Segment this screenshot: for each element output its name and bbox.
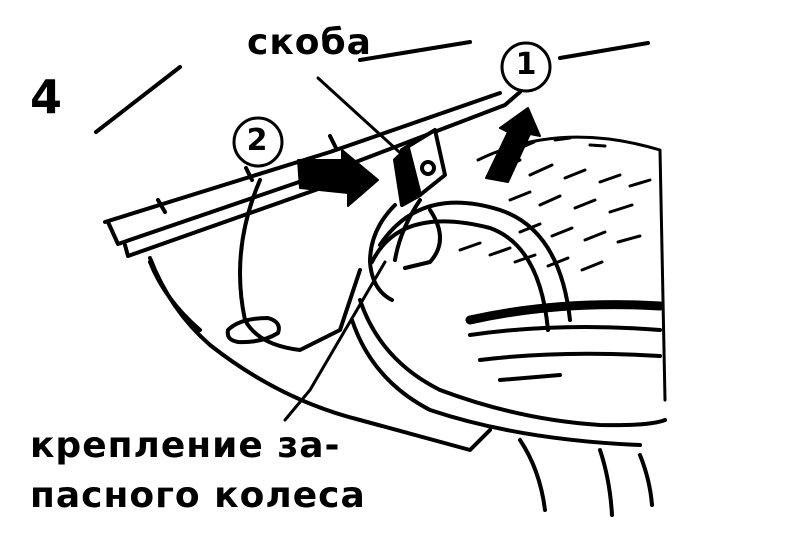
clip-label: скоба	[247, 22, 372, 63]
step-2-label: 2	[246, 123, 268, 158]
arrow-left-icon	[297, 149, 379, 207]
mount-leader-line	[283, 260, 387, 422]
arrow-up-icon	[485, 107, 541, 183]
clip-leader-line	[316, 76, 410, 162]
leader-lines	[283, 76, 410, 422]
trunk-panel	[148, 178, 492, 452]
step-2-circle	[232, 116, 284, 168]
sketch-lines	[94, 40, 650, 134]
step-1-circle	[500, 41, 552, 93]
figure-number: 4	[30, 70, 63, 124]
mount-label-line1: крепление за-	[30, 425, 341, 466]
action-arrows	[297, 107, 541, 207]
mount-label-line2: пасного колеса	[30, 475, 366, 516]
step-markers	[232, 41, 552, 168]
step-1-label: 1	[515, 47, 537, 82]
clip-bracket	[368, 128, 447, 302]
